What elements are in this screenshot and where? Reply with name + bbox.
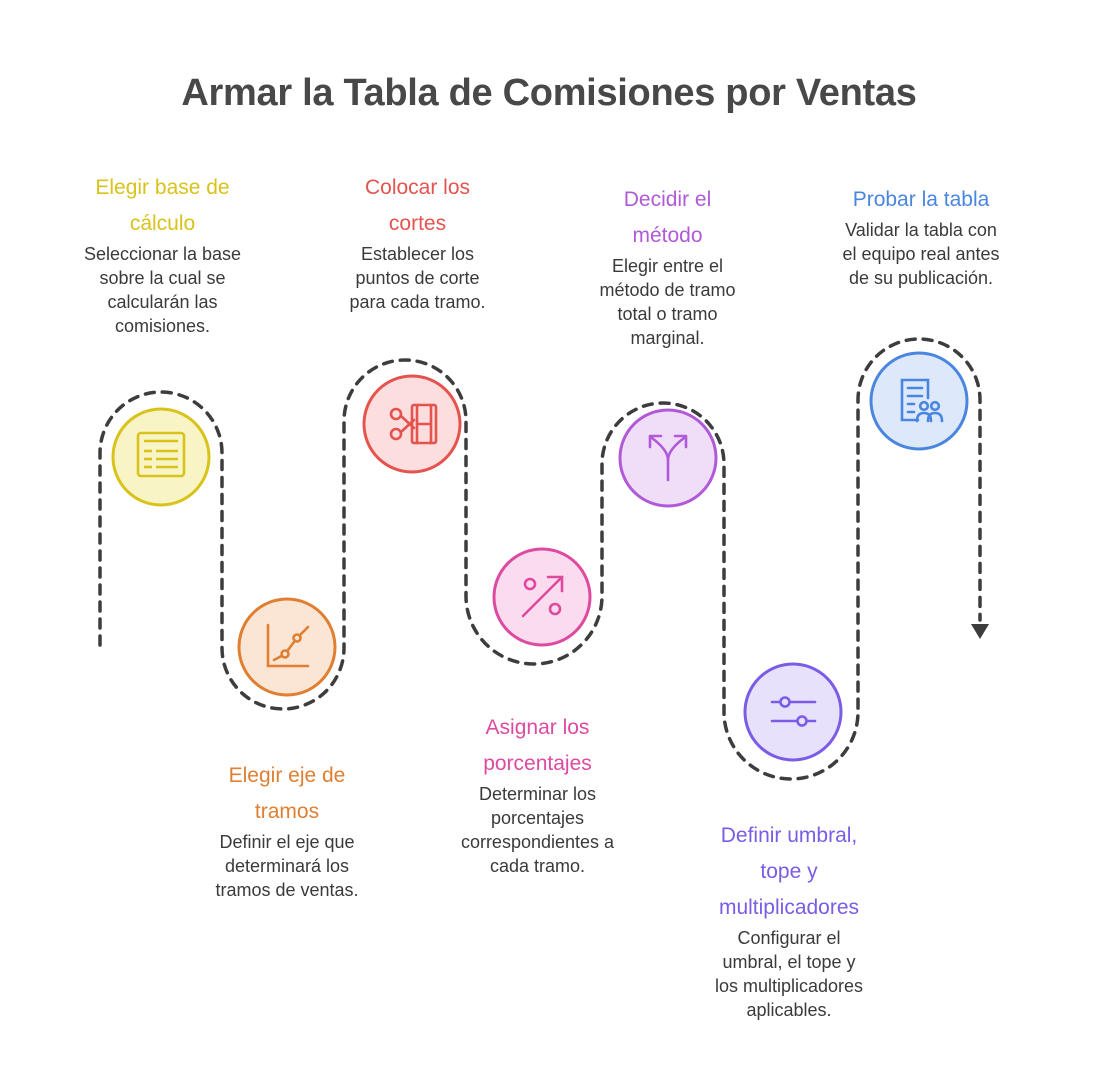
step-1-desc-line: comisiones. (114, 316, 211, 336)
step-2-desc-line: determinará los (224, 856, 350, 876)
step-4-title-line: Asignar los (485, 716, 590, 739)
step-4-description: Determinar los porcentajes correspondien… (415, 782, 660, 878)
sliders-icon (770, 696, 817, 727)
page-title: Armar la Tabla de Comisiones por Ventas (181, 72, 917, 114)
step-7-desc-line: Validar la tabla con (845, 220, 997, 240)
step-4-text: Asignar los porcentajes Determinar los p… (415, 710, 660, 878)
step-7-description: Validar la tabla con el equipo real ante… (795, 218, 1047, 290)
step-2-title-line: tramos (254, 800, 320, 823)
step-3-title: Colocar los cortes (295, 170, 540, 242)
step-3-description: Establecer los puntos de corte para cada… (295, 242, 540, 314)
step-2-circle (237, 597, 337, 697)
step-3-text: Colocar los cortes Establecer los puntos… (295, 170, 540, 314)
dashed-path (98, 337, 982, 781)
step-7-desc-line: de su publicación. (848, 268, 994, 288)
step-2-node (237, 597, 337, 697)
step-1-desc-line: calcularán las (107, 292, 218, 312)
step-2-text: Elegir eje de tramos Definir el eje que … (160, 758, 414, 902)
step-6-desc-line: Configurar el (737, 928, 841, 948)
step-4-desc-line: Determinar los (478, 784, 597, 804)
step-5-desc-line: Elegir entre el (611, 256, 724, 276)
step-1-title-line: Elegir base de (95, 176, 230, 199)
step-3-title-line: Colocar los (364, 176, 471, 199)
step-5-text: Decidir el método Elegir entre el método… (545, 182, 790, 350)
step-4-title-line: porcentajes (483, 752, 592, 775)
step-6-description: Configurar el umbral, el tope y los mult… (660, 926, 918, 1022)
step-7-desc-line: el equipo real antes (842, 244, 1000, 264)
step-1-text: Elegir base de cálculo Seleccionar la ba… (40, 170, 285, 338)
scissors-film-icon (389, 403, 438, 445)
step-5-title-line: Decidir el (623, 188, 712, 211)
step-4-node (492, 547, 592, 647)
step-5-node (618, 408, 718, 508)
step-1-desc-line: Seleccionar la base (83, 244, 242, 264)
step-2-title-line: Elegir eje de (228, 764, 346, 787)
step-4-title: Asignar los porcentajes (415, 710, 660, 782)
step-1-desc-line: sobre la cual se (99, 268, 226, 288)
step-3-node (362, 374, 462, 474)
step-6-title-line: tope y (760, 860, 818, 883)
step-6-node (743, 662, 843, 762)
step-4-desc-line: cada tramo. (489, 856, 586, 876)
step-5-title: Decidir el método (545, 182, 790, 254)
step-5-desc-line: método de tramo (599, 280, 736, 300)
step-6-title-line: multiplicadores (718, 896, 860, 919)
step-3-title-line: cortes (388, 212, 447, 235)
step-2-desc-line: Definir el eje que (219, 832, 355, 852)
step-4-desc-line: correspondientes a (460, 832, 615, 852)
step-2-title: Elegir eje de tramos (160, 758, 414, 830)
step-5-description: Elegir entre el método de tramo total o … (545, 254, 790, 350)
step-5-desc-line: marginal. (630, 328, 705, 348)
step-1-node (111, 407, 211, 507)
step-2-desc-line: tramos de ventas. (215, 880, 359, 900)
step-1-title: Elegir base de cálculo (40, 170, 285, 242)
step-7-title: Probar la tabla (795, 182, 1047, 218)
step-4-desc-line: porcentajes (490, 808, 585, 828)
step-6-text: Definir umbral, tope y multiplicadores C… (660, 818, 918, 1022)
step-7-title-line: Probar la tabla (852, 188, 990, 211)
table-icon (136, 431, 186, 478)
arrow-head-icon (971, 624, 989, 639)
step-3-desc-line: para cada tramo. (349, 292, 486, 312)
step-1-title-line: cálculo (129, 212, 196, 235)
step-7-node (869, 351, 969, 451)
line-chart-icon (266, 623, 310, 668)
step-6-title-line: Definir umbral, (720, 824, 858, 847)
step-6-title: Definir umbral, tope y multiplicadores (660, 818, 918, 926)
step-6-desc-line: los multiplicadores (714, 976, 864, 996)
split-arrow-icon (648, 434, 688, 482)
percent-icon (521, 575, 564, 618)
step-6-desc-line: umbral, el tope y (722, 952, 856, 972)
step-5-desc-line: total o tramo (617, 304, 718, 324)
document-users-icon (900, 378, 944, 423)
step-1-description: Seleccionar la base sobre la cual se cal… (40, 242, 285, 338)
step-6-circle (743, 662, 843, 762)
step-3-desc-line: puntos de corte (355, 268, 480, 288)
step-5-title-line: método (632, 224, 703, 247)
step-2-description: Definir el eje que determinará los tramo… (160, 830, 414, 902)
step-7-circle (869, 351, 969, 451)
step-7-text: Probar la tabla Validar la tabla con el … (795, 182, 1047, 290)
step-6-desc-line: aplicables. (746, 1000, 832, 1020)
step-3-desc-line: Establecer los (360, 244, 475, 264)
step-1-circle (111, 407, 211, 507)
